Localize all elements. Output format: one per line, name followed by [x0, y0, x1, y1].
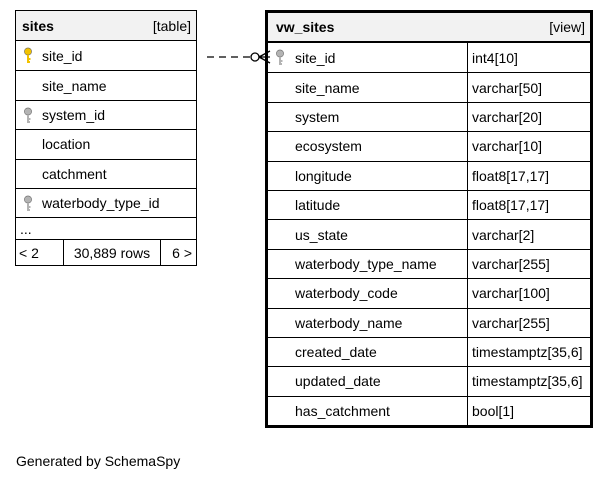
vw-sites-column-name: created_date: [268, 337, 468, 367]
sites-column-name-text: system_id: [42, 106, 106, 123]
vw-sites-column-row[interactable]: created_date timestamptz[35,6]: [268, 336, 590, 367]
vw-sites-column-row[interactable]: latitude float8[17,17]: [268, 189, 590, 220]
vw-sites-column-name: system: [268, 102, 468, 132]
vw-sites-kind: [view]: [549, 19, 585, 35]
vw-sites-column-row[interactable]: waterbody_code varchar[100]: [268, 278, 590, 308]
vw-sites-column-name-text: system: [295, 108, 340, 125]
sites-column-name-text: site_id: [42, 47, 83, 64]
sites-children-count[interactable]: 6 >: [172, 244, 192, 261]
sites-more-columns[interactable]: ...: [16, 217, 196, 239]
sites-column-list: site_id site_name system_id location catchme…: [16, 41, 196, 217]
vw-sites-name: vw_sites: [276, 19, 335, 35]
vw-sites-column-type: bool[1]: [472, 402, 515, 419]
vw-sites-column-row[interactable]: site_name varchar[50]: [268, 72, 590, 102]
sites-table-footer: < 2 30,889 rows 6 >: [16, 239, 196, 266]
sites-column-row[interactable]: system_id: [16, 99, 196, 129]
schemaspy-credit: Generated by SchemaSpy: [16, 453, 181, 469]
crows-foot-many-icon: [258, 50, 271, 64]
vw-sites-column-type: timestamptz[35,6]: [472, 373, 583, 390]
vw-sites-column-name: waterbody_type_name: [268, 249, 468, 279]
vw-sites-column-row[interactable]: longitude float8[17,17]: [268, 160, 590, 190]
sites-column-name: site_id: [16, 41, 196, 70]
sites-column-row[interactable]: location: [16, 129, 196, 158]
vw-sites-column-name: us_state: [268, 220, 468, 249]
vw-sites-view[interactable]: vw_sites [view] site_id int4[10] site_name…: [265, 10, 593, 429]
sites-table-name: sites: [22, 17, 54, 34]
sites-row-count: 30,889 rows: [64, 240, 161, 266]
sites-table-header: sites [table]: [16, 11, 196, 41]
vw-sites-column-name-text: waterbody_name: [295, 314, 403, 331]
vw-sites-column-type: varchar[255]: [472, 255, 550, 272]
sites-column-name-text: location: [42, 136, 91, 153]
vw-sites-column-row[interactable]: ecosystem varchar[10]: [268, 131, 590, 161]
sites-column-name: catchment: [16, 160, 196, 188]
vw-sites-column-name-text: updated_date: [295, 373, 381, 390]
vw-sites-column-type: varchar[2]: [472, 226, 535, 243]
vw-sites-column-type: varchar[100]: [472, 285, 550, 302]
vw-sites-column-name: waterbody_name: [268, 308, 468, 337]
sites-column-name: waterbody_type_id: [16, 189, 196, 217]
vw-sites-column-name: ecosystem: [268, 132, 468, 161]
vw-sites-column-name-text: ecosystem: [295, 138, 362, 155]
vw-sites-column-name-text: longitude: [295, 167, 352, 184]
vw-sites-column-type: float8[17,17]: [472, 197, 550, 214]
vw-sites-column-name: updated_date: [268, 367, 468, 396]
vw-sites-column-row[interactable]: updated_date timestamptz[35,6]: [268, 366, 590, 396]
vw-sites-column-row[interactable]: has_catchment bool[1]: [268, 395, 590, 426]
vw-sites-column-name-text: has_catchment: [295, 402, 390, 419]
vw-sites-column-name: has_catchment: [268, 396, 468, 426]
vw-sites-column-name: waterbody_code: [268, 279, 468, 308]
primary-key-icon: [24, 47, 32, 63]
sites-column-name: location: [16, 130, 196, 158]
sites-column-row[interactable]: site_name: [16, 70, 196, 99]
vw-sites-column-type: varchar[50]: [472, 79, 543, 96]
vw-sites-column-type: int4[10]: [472, 49, 518, 66]
sites-column-row[interactable]: catchment: [16, 158, 196, 188]
vw-sites-header: vw_sites [view]: [268, 13, 590, 43]
vw-sites-column-name: site_id: [268, 43, 468, 73]
sites-column-name: system_id: [16, 101, 196, 129]
sites-table-kind: [table]: [152, 17, 191, 34]
vw-sites-column-name: site_name: [268, 73, 468, 102]
sites-column-name-text: waterbody_type_id: [42, 195, 160, 212]
vw-sites-column-name-text: site_name: [295, 79, 360, 96]
vw-sites-column-type: float8[17,17]: [472, 167, 550, 184]
sites-parents-count[interactable]: < 2: [16, 240, 64, 266]
vw-sites-column-name-text: latitude: [295, 197, 341, 214]
zero-cardinality-circle: [250, 52, 260, 62]
sites-column-name: site_name: [16, 71, 196, 99]
vw-sites-column-type: varchar[255]: [472, 314, 550, 331]
foreign-key-icon: [24, 107, 32, 123]
sites-column-name-text: site_name: [42, 77, 107, 94]
vw-sites-column-name-text: waterbody_code: [295, 285, 398, 302]
vw-sites-column-row[interactable]: system varchar[20]: [268, 101, 590, 132]
vw-sites-column-row[interactable]: waterbody_type_name varchar[255]: [268, 248, 590, 279]
vw-sites-column-name: latitude: [268, 190, 468, 220]
sites-column-row[interactable]: waterbody_type_id: [16, 187, 196, 217]
vw-sites-column-name: longitude: [268, 161, 468, 190]
vw-sites-column-type: varchar[10]: [472, 138, 543, 155]
vw-sites-column-type: varchar[20]: [472, 108, 543, 125]
foreign-key-icon: [24, 195, 32, 211]
vw-sites-column-row[interactable]: waterbody_name varchar[255]: [268, 307, 590, 337]
vw-sites-column-name-text: site_id: [295, 49, 336, 66]
vw-sites-column-type: timestamptz[35,6]: [472, 344, 583, 361]
foreign-key-icon: [276, 49, 284, 65]
vw-sites-column-row[interactable]: site_id int4[10]: [268, 43, 590, 73]
sites-column-row[interactable]: site_id: [16, 41, 196, 70]
vw-sites-column-list: site_id int4[10] site_name varchar[50] syste…: [268, 43, 590, 426]
vw-sites-column-name-text: us_state: [295, 226, 348, 243]
vw-sites-column-name-text: created_date: [295, 344, 377, 361]
vw-sites-column-name-text: waterbody_type_name: [295, 255, 437, 272]
sites-column-name-text: catchment: [42, 165, 107, 182]
vw-sites-column-row[interactable]: us_state varchar[2]: [268, 219, 590, 249]
